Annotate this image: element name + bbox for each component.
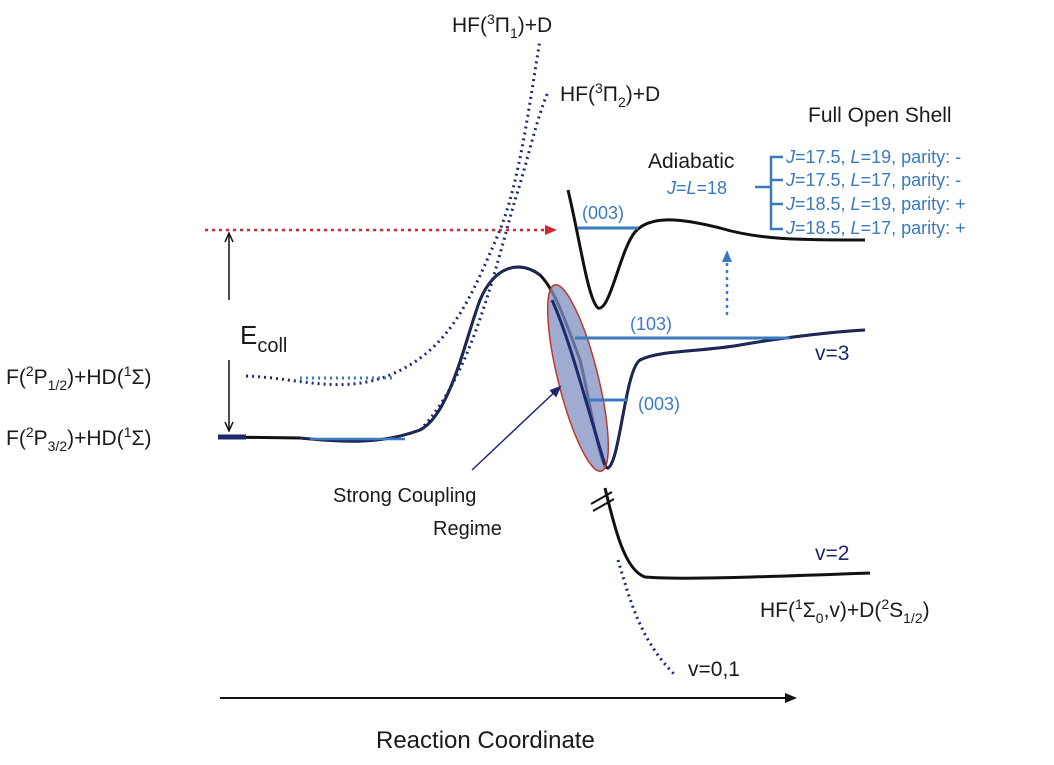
open-shell-state-1: J=17.5, L=19, parity: - — [785, 147, 961, 167]
v01-label: v=0,1 — [688, 658, 740, 681]
ecoll-label: Ecoll — [240, 320, 287, 357]
adiabatic-well-curve — [566, 189, 866, 310]
resonance-003-upper: (003) — [582, 203, 624, 223]
open-shell-state-4: J=18.5, L=17, parity: + — [785, 218, 966, 238]
open-shell-state-3: J=18.5, L=19, parity: + — [785, 194, 966, 214]
axis-label: Reaction Coordinate — [376, 727, 595, 754]
pi2-dotted-curve — [418, 91, 550, 432]
pi1-label: HF(3Π1)+D — [452, 11, 552, 41]
break-mark-1 — [590, 491, 613, 505]
coupling-label-line1: Strong Coupling — [333, 485, 476, 507]
open-shell-bracket — [769, 155, 783, 231]
resonance-003-lower: (003) — [638, 394, 680, 414]
excited-reactant-label: F(2P1/2)+HD(1Σ) — [6, 363, 151, 393]
ground-state-curve-overlay — [299, 266, 541, 443]
adiabatic-jl-label: J=L=18 — [666, 178, 727, 198]
product-label: HF(1Σ0,v)+D(2S1/2) — [760, 596, 930, 626]
pi1-dotted-curve — [245, 39, 542, 387]
ground-reactant-label: F(2P3/2)+HD(1Σ) — [6, 424, 151, 454]
pi2-label: HF(3Π2)+D — [560, 80, 660, 110]
v01-dotted-curve — [616, 559, 677, 677]
resonance-103: (103) — [630, 314, 672, 334]
v3-label: v=3 — [815, 342, 849, 365]
coupling-inner-curve — [550, 299, 607, 466]
v2-curve — [603, 487, 871, 580]
break-mark-2 — [592, 498, 615, 512]
open-shell-title: Full Open Shell — [808, 104, 952, 127]
coupling-label-line2: Regime — [433, 518, 502, 540]
adiabatic-label: Adiabatic — [648, 150, 734, 173]
coupling-pointer-arrow — [471, 385, 562, 471]
open-shell-state-2: J=17.5, L=17, parity: - — [785, 170, 961, 190]
v2-label: v=2 — [815, 542, 849, 565]
v3-curve — [607, 329, 866, 469]
